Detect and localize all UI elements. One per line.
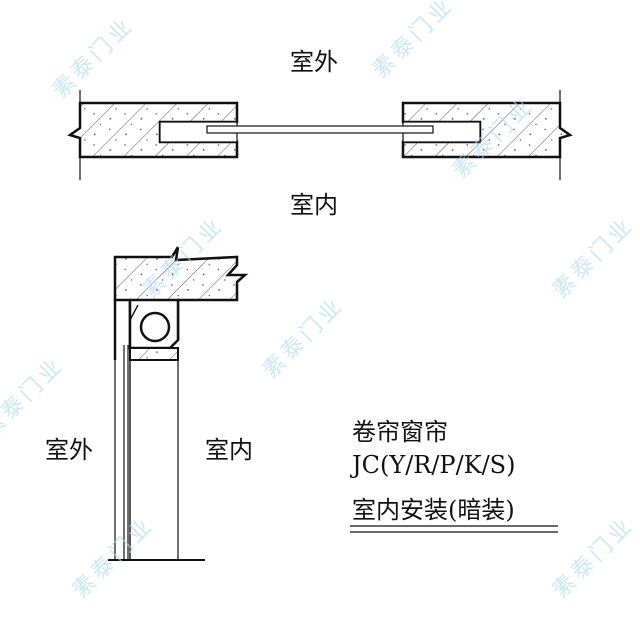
label-outside-top: 室外 (290, 48, 338, 76)
roller-tube (139, 311, 171, 343)
caption-model: JC(Y/R/P/K/S) (352, 451, 516, 479)
label-inside-top: 室内 (290, 191, 338, 219)
label-inside-side: 室内 (205, 436, 253, 464)
caption-install: 室内安装(暗装) (352, 496, 515, 524)
roller-slat (206, 125, 434, 134)
caption-product: 卷帘窗帘 (352, 418, 448, 446)
left-wall (67, 101, 239, 159)
label-outside-side: 室外 (45, 436, 93, 464)
